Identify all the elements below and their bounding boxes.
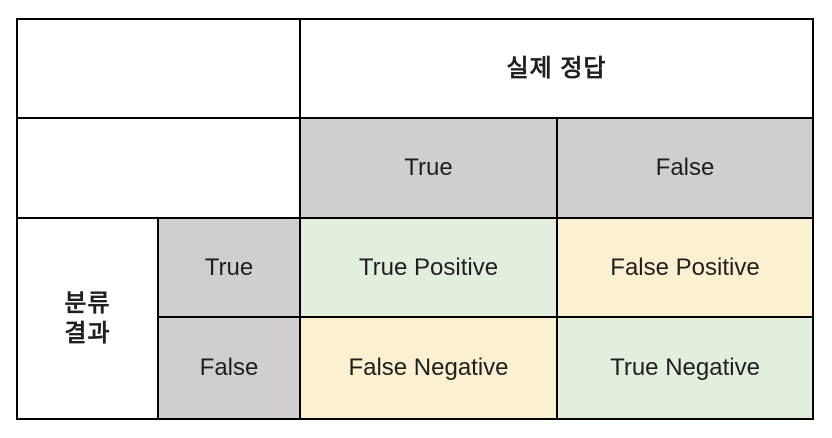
- empty-corner-top: [16, 18, 301, 119]
- cell-true-negative: True Negative: [556, 316, 814, 420]
- row-header-true: True: [157, 217, 301, 318]
- empty-corner-mid: [16, 117, 301, 219]
- row-header-false: False: [157, 316, 301, 420]
- confusion-matrix-table: 실제 정답 True False 분류 결과 True True Positiv…: [16, 18, 814, 420]
- row-group-header-classification-result: 분류 결과: [16, 217, 159, 420]
- cell-true-positive: True Positive: [299, 217, 558, 318]
- column-header-false: False: [556, 117, 814, 219]
- column-group-header-actual-answer: 실제 정답: [299, 18, 814, 119]
- cell-false-positive: False Positive: [556, 217, 814, 318]
- column-header-true: True: [299, 117, 558, 219]
- cell-false-negative: False Negative: [299, 316, 558, 420]
